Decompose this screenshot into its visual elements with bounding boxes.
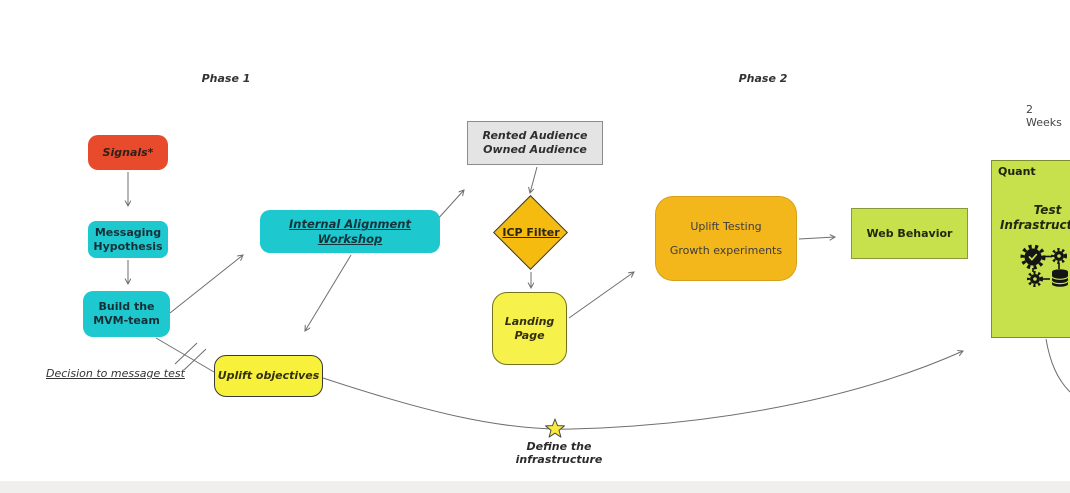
node-landing-page[interactable]: Landing Page xyxy=(492,292,567,365)
arrow-landing-to-uplift-testing xyxy=(568,272,634,319)
node-messaging-hypothesis-label: Messaging Hypothesis xyxy=(93,225,163,253)
define-infrastructure-annotation[interactable]: Define the infrastructure xyxy=(515,440,603,466)
arrow-build-to-workshop xyxy=(169,255,243,314)
node-web-behavior[interactable]: Web Behavior xyxy=(851,208,968,259)
quant-title-label: Test Infrastructure xyxy=(999,203,1070,232)
quant-tag-label: Quant xyxy=(998,165,1036,178)
node-signals[interactable]: Signals* xyxy=(88,135,168,170)
duration-label[interactable]: 2 Weeks xyxy=(1026,103,1062,129)
node-build-mvm-team-label: Build the MVM-team xyxy=(93,300,160,327)
arrow-audience-to-icp xyxy=(530,166,538,193)
node-web-behavior-label: Web Behavior xyxy=(866,226,953,240)
tick-mark-2 xyxy=(183,348,207,371)
arrow-workshop-to-audience xyxy=(435,190,464,222)
node-landing-page-label: Landing Page xyxy=(504,314,555,342)
node-quant-panel[interactable]: Quant Test Infrastructure xyxy=(991,160,1070,338)
node-internal-alignment-workshop[interactable]: Internal Alignment Workshop xyxy=(260,210,440,253)
icp-filter-label: ICP Filter xyxy=(502,226,560,240)
uplift-testing-line2: Growth experiments xyxy=(669,243,783,257)
node-audience-label: Rented Audience Owned Audience xyxy=(482,129,588,156)
node-uplift-objectives[interactable]: Uplift objectives xyxy=(214,355,323,397)
decision-annotation[interactable]: Decision to message test xyxy=(46,367,185,380)
tick-mark-1 xyxy=(174,342,198,365)
node-uplift-testing[interactable]: Uplift Testing Growth experiments xyxy=(655,196,797,281)
uplift-testing-line1: Uplift Testing xyxy=(690,219,762,233)
star-icon xyxy=(545,418,565,438)
arrow-workshop-to-uplift-objectives xyxy=(305,254,352,331)
node-audience[interactable]: Rented Audience Owned Audience xyxy=(467,121,603,165)
phase1-label[interactable]: Phase 1 xyxy=(201,72,251,85)
node-internal-alignment-workshop-label: Internal Alignment Workshop xyxy=(289,217,411,246)
canvas-edge-strip xyxy=(0,481,1070,493)
node-signals-label: Signals* xyxy=(102,145,154,159)
test-automation-gears-database-icon xyxy=(1020,244,1069,287)
node-build-mvm-team[interactable]: Build the MVM-team xyxy=(83,291,170,337)
node-messaging-hypothesis[interactable]: Messaging Hypothesis xyxy=(88,221,168,258)
curve-uplift-objectives-to-right xyxy=(322,351,963,430)
arrow-uplift-testing-to-web-behavior xyxy=(798,237,835,239)
node-uplift-objectives-label: Uplift objectives xyxy=(217,369,320,383)
phase2-label[interactable]: Phase 2 xyxy=(738,72,788,85)
curve-quant-tail xyxy=(1045,338,1070,393)
